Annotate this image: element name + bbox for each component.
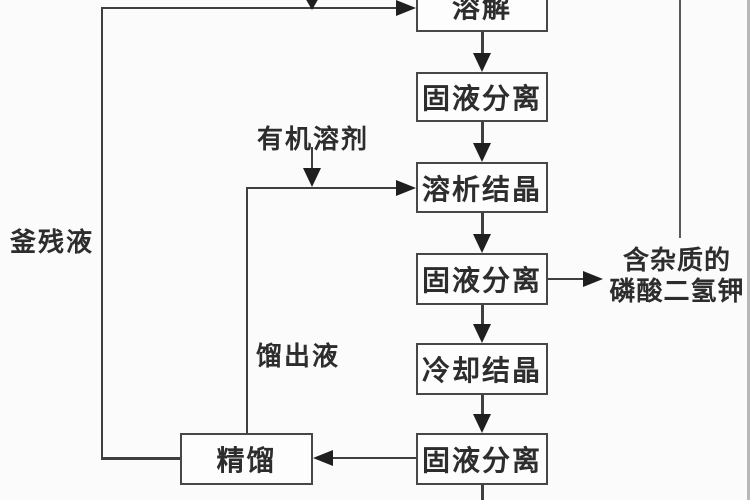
arrowhead-sep2-cooling-icon [473, 324, 492, 343]
arrowhead-crystallization-sep2-icon [473, 234, 492, 253]
process-box-solvent-out-crystallization: 溶析结晶 [416, 162, 548, 213]
process-box-solid-liquid-separation-3: 固液分离 [416, 433, 548, 485]
return-line-vertical [100, 6, 103, 460]
distillate-line-vertical [245, 186, 248, 434]
arrowhead-organic-solvent-icon [303, 167, 321, 187]
label-still-residue: 釜残液 [10, 228, 95, 258]
arrowhead-dissolve-sep1-icon [473, 53, 492, 72]
connector-sep3-bottom-output [481, 485, 484, 500]
organic-solvent-arrow-shaft [310, 147, 314, 171]
arrowhead-sep2-product-icon [583, 270, 603, 287]
process-box-solid-liquid-separation-1: 固液分离 [416, 72, 548, 122]
label-impure-product: 含杂质的 磷酸二氢钾 [601, 246, 750, 308]
label-impure-product-line2: 磷酸二氢钾 [609, 277, 745, 307]
arrowhead-into-distillation-icon [313, 449, 333, 466]
connector-crystallization-sep2 [481, 213, 484, 236]
label-distillate: 馏出液 [256, 342, 341, 372]
arrowhead-cooling-sep3-icon [473, 414, 492, 433]
process-box-dissolve: 溶解 [416, 0, 548, 32]
arrowhead-into-crystallization-icon [396, 179, 416, 196]
connector-cooling-sep3 [481, 395, 484, 416]
process-box-cooling-crystallization: 冷却结晶 [416, 343, 548, 395]
label-organic-solvent: 有机溶剂 [257, 125, 370, 155]
return-line-bottom-horizontal [100, 457, 182, 460]
connector-sep1-crystallization [481, 122, 484, 145]
arrowhead-top-input-icon [304, 0, 320, 10]
distillate-line-horizontal [245, 186, 398, 189]
connector-dissolve-sep1 [481, 32, 484, 56]
connector-sep2-cooling [481, 305, 484, 326]
process-box-solid-liquid-separation-2: 固液分离 [416, 253, 548, 305]
process-box-distillation: 精馏 [180, 433, 313, 485]
image-edge-strip [747, 0, 750, 500]
arrowhead-into-dissolve-icon [396, 0, 416, 16]
return-line-top-horizontal [100, 6, 398, 9]
arrowhead-sep1-crystallization-icon [473, 143, 492, 162]
connector-sep2-product [548, 277, 584, 280]
right-vertical-line [678, 0, 681, 238]
label-impure-product-line1: 含杂质的 [622, 246, 731, 276]
connector-sep3-distillation [332, 456, 416, 459]
